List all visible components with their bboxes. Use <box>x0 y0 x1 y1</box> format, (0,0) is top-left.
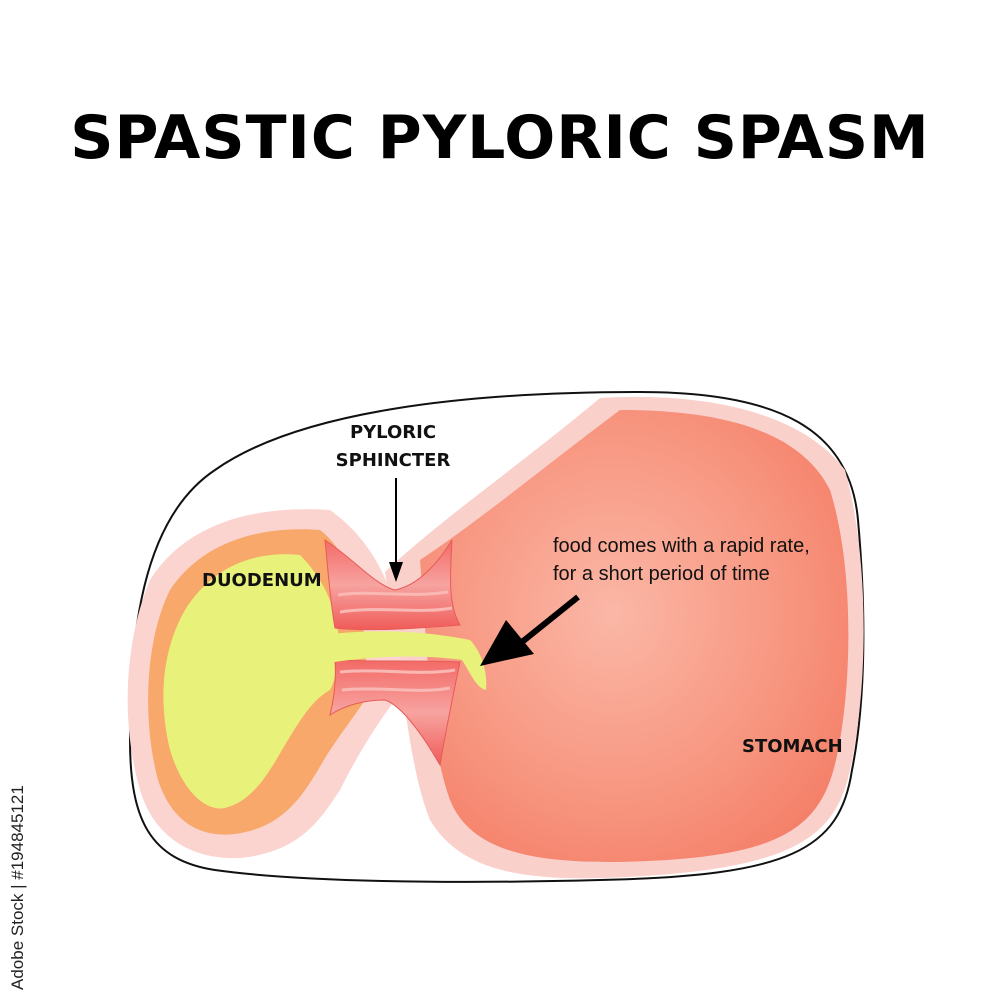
label-sphincter: SPHINCTER <box>336 450 451 471</box>
flow-arrow <box>520 594 580 645</box>
stomach <box>420 410 849 862</box>
note-line-2: for a short period of time <box>553 563 770 585</box>
chyme-duodenum <box>163 554 339 809</box>
sphincter-lower <box>329 659 461 767</box>
page-title: SPASTIC PYLORIC SPASM <box>70 103 930 173</box>
label-duodenum: DUODENUM <box>202 570 322 591</box>
label-pyloric: PYLORIC <box>350 422 436 443</box>
chyme-stream <box>322 631 487 690</box>
sphincter-upper <box>324 538 461 631</box>
stock-id: Adobe Stock | #194845121 <box>8 785 27 990</box>
label-stomach: STOMACH <box>742 736 843 757</box>
note-line-1: food comes with a rapid rate, <box>553 535 810 557</box>
